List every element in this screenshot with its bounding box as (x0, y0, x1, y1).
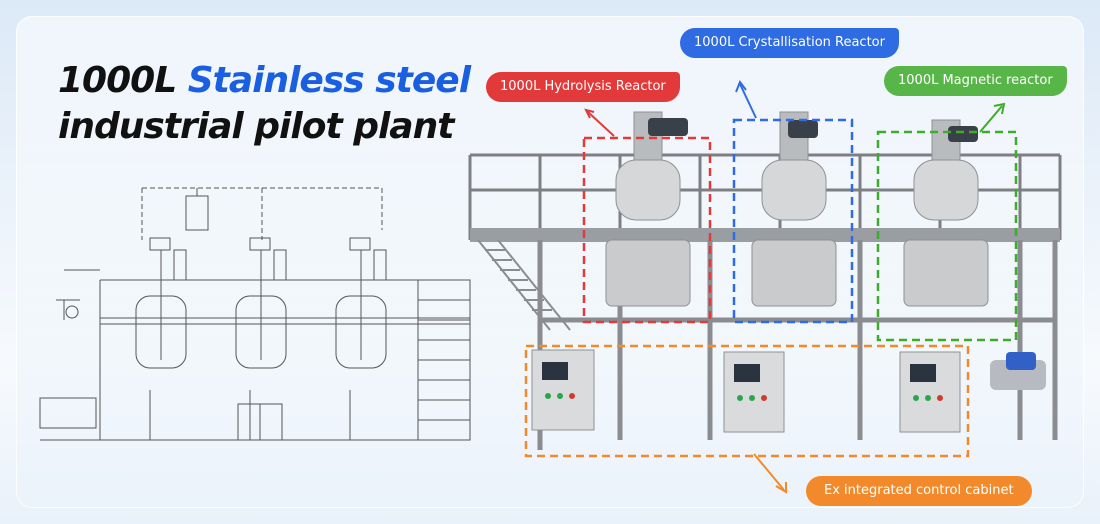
crystallisation-reactor-label: 1000L Crystallisation Reactor (680, 28, 899, 58)
motors (648, 118, 978, 142)
control-cabinet-label: Ex integrated control cabinet (806, 476, 1032, 506)
cabinet-arrow (753, 453, 785, 491)
staircase (477, 239, 571, 331)
platform-deck (470, 228, 1060, 242)
hydrolysis-arrow (587, 111, 615, 137)
control-cabinets (531, 349, 961, 433)
magnetic-reactor-label: 1000L Magnetic reactor (884, 66, 1067, 96)
magnetic-arrow (979, 105, 1003, 133)
title-capacity: 1000L (58, 60, 177, 101)
cabinet-highlight-box (524, 344, 970, 458)
crystallisation-arrow (739, 83, 757, 119)
magnetic-highlight-box (876, 130, 1018, 342)
crystallisation-highlight-box (732, 118, 854, 324)
page-title: 1000L Stainless steel industrial pilot p… (58, 58, 471, 150)
reactor-vessels (605, 111, 989, 307)
hydrolysis-highlight-box (582, 136, 712, 324)
hydrolysis-reactor-label: 1000L Hydrolysis Reactor (486, 72, 680, 102)
pump-motor (1006, 352, 1036, 370)
title-subtitle: industrial pilot plant (58, 106, 454, 147)
title-material: Stainless steel (187, 60, 471, 101)
